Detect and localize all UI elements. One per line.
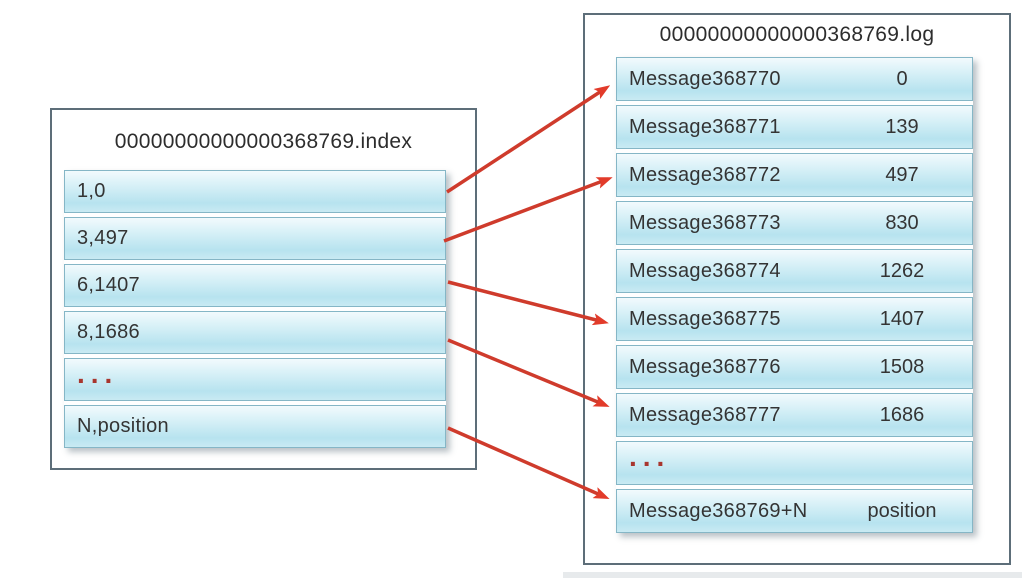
index-file-box: 00000000000000368769.index 1,0 3,497 6,1… (50, 108, 477, 470)
index-file-title: 00000000000000368769.index (114, 130, 413, 153)
index-entry: N,position (77, 415, 169, 437)
image-bottom-edge (563, 572, 1022, 578)
message-label: Message368774 (629, 259, 781, 282)
message-label: Message368776 (629, 355, 781, 378)
index-row: N,position (64, 405, 446, 448)
log-file-title: 00000000000000368769.log (659, 23, 935, 46)
log-row: Message368775 1407 (616, 297, 973, 341)
index-row: 3,497 (64, 217, 446, 260)
log-row: Message368777 1686 (616, 393, 973, 437)
index-row: 8,1686 (64, 311, 446, 354)
message-position: 497 (885, 163, 919, 186)
message-position: 139 (885, 115, 919, 138)
ellipsis-text: ... (629, 441, 671, 472)
message-position: 1407 (879, 307, 925, 330)
message-label: Message368769+N (629, 499, 808, 522)
index-row-ellipsis: ... (64, 358, 446, 401)
index-entry: 3,497 (77, 227, 129, 249)
index-entry: 6,1407 (77, 274, 140, 296)
message-position: 0 (896, 67, 908, 90)
log-row: Message368774 1262 (616, 249, 973, 293)
log-row: Message368769+N position (616, 489, 973, 533)
log-row: Message368773 830 (616, 201, 973, 245)
message-label: Message368773 (629, 211, 781, 234)
ellipsis-text: ... (77, 357, 119, 389)
message-label: Message368771 (629, 115, 781, 138)
message-label: Message368777 (629, 403, 781, 426)
message-position: 1508 (879, 355, 925, 378)
index-row: 6,1407 (64, 264, 446, 307)
index-row: 1,0 (64, 170, 446, 213)
log-row: Message368771 139 (616, 105, 973, 149)
index-entry: 1,0 (77, 180, 106, 202)
message-label: Message368775 (629, 307, 781, 330)
log-rows: Message368770 0 Message368771 139 Message3… (616, 57, 973, 533)
message-position: 830 (885, 211, 919, 234)
message-position: position (867, 499, 937, 522)
message-label: Message368772 (629, 163, 781, 186)
message-position: 1262 (879, 259, 925, 282)
index-rows: 1,0 3,497 6,1407 8,1686 ... N,position (64, 170, 446, 448)
log-row: Message368776 1508 (616, 345, 973, 389)
log-file-box: 00000000000000368769.log Message368770 0 … (583, 13, 1011, 565)
log-row: Message368770 0 (616, 57, 973, 101)
log-row-ellipsis: ... (616, 441, 973, 485)
message-label: Message368770 (629, 67, 781, 90)
index-entry: 8,1686 (77, 321, 140, 343)
log-row: Message368772 497 (616, 153, 973, 197)
message-position: 1686 (879, 403, 925, 426)
